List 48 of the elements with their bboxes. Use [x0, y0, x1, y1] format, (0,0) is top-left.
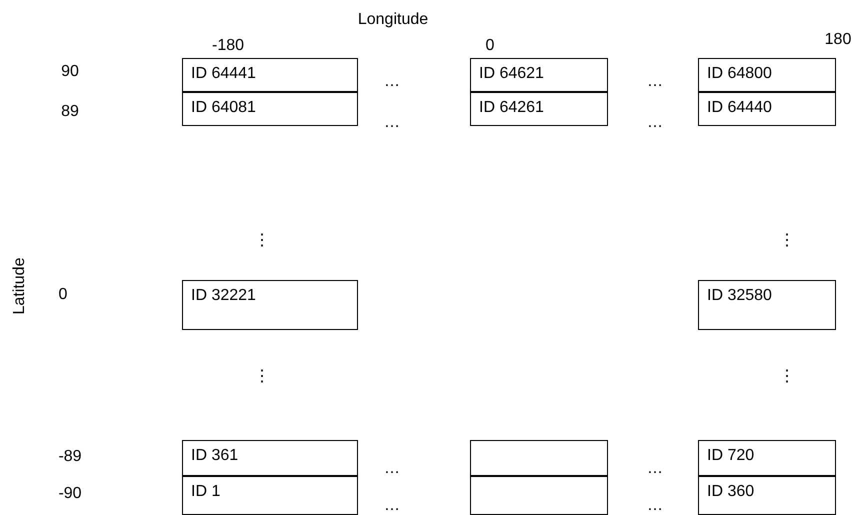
ellipsis: … [384, 73, 400, 91]
tick-label: -89 [58, 448, 82, 466]
grid-cell [182, 440, 358, 476]
ellipsis: … [647, 460, 663, 478]
ellipsis: … [384, 497, 400, 515]
grid-cell [698, 440, 836, 476]
grid-cell [182, 58, 358, 92]
ellipsis: … [384, 114, 400, 132]
tick-label: 0 [58, 286, 68, 304]
empty-cell [470, 476, 608, 515]
axis-title: Latitude [11, 258, 29, 314]
grid-cell [470, 58, 608, 92]
tick-label: 180 [824, 31, 852, 49]
grid-cell [182, 476, 358, 515]
cell-id: ID 32580 [707, 287, 772, 304]
cell-id: ID 361 [191, 447, 238, 464]
tick-label: -180 [212, 37, 244, 55]
cell-id: ID 720 [707, 447, 754, 464]
axis-title: Longitude [358, 11, 428, 29]
cell-id: ID 64441 [191, 65, 256, 82]
ellipsis: … [647, 497, 663, 515]
tick-label: 0 [486, 37, 494, 55]
ellipsis: ⋮ [779, 367, 795, 386]
grid-cell [698, 476, 836, 515]
cell-id: ID 32221 [191, 287, 256, 304]
cell-id: ID 64800 [707, 65, 772, 82]
ellipsis: … [647, 114, 663, 132]
ellipsis: ⋮ [779, 231, 795, 250]
ellipsis: … [647, 73, 663, 91]
grid-cell [698, 58, 836, 92]
grid-cell [698, 92, 836, 126]
ellipsis: ⋮ [254, 231, 270, 250]
tick-label: 90 [61, 63, 79, 81]
ellipsis: ⋮ [254, 367, 270, 386]
ellipsis: … [384, 460, 400, 478]
grid-cell [182, 280, 358, 330]
cell-id: ID 64440 [707, 99, 772, 116]
grid-cell [470, 92, 608, 126]
cell-id: ID 360 [707, 483, 754, 500]
cell-id: ID 1 [191, 483, 220, 500]
empty-cell [470, 440, 608, 476]
cell-id: ID 64081 [191, 99, 256, 116]
cell-id: ID 64261 [479, 99, 544, 116]
grid-cell [182, 92, 358, 126]
tick-label: -90 [58, 485, 82, 503]
tick-label: 89 [61, 103, 79, 121]
cell-id: ID 64621 [479, 65, 544, 82]
grid-cell [698, 280, 836, 330]
